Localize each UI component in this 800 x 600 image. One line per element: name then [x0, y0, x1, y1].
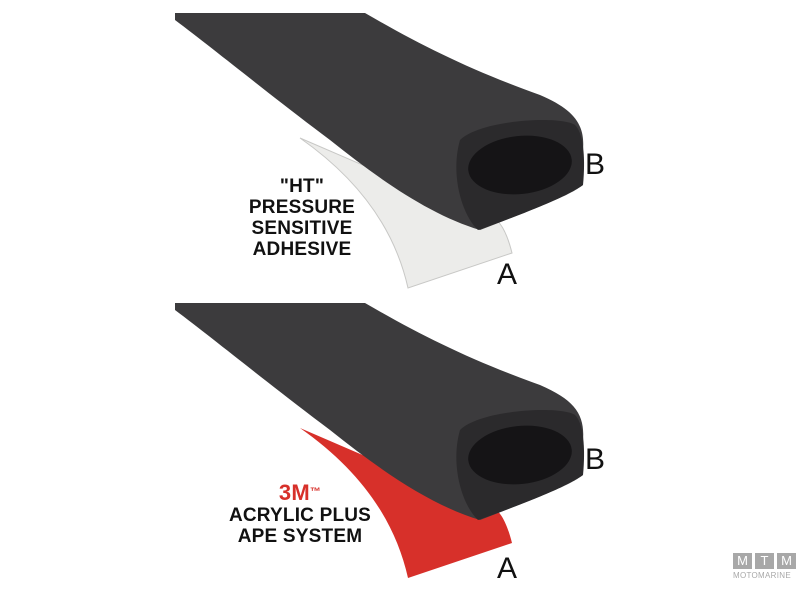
- foam-seal-illustration: [175, 303, 585, 578]
- watermark-letter: M: [777, 553, 796, 569]
- label-a: A: [497, 552, 518, 585]
- watermark-letter: M: [733, 553, 752, 569]
- caption-line: SENSITIVE: [251, 218, 353, 239]
- watermark-text: MOTOMARINE: [733, 571, 791, 580]
- watermark-letter: T: [755, 553, 774, 569]
- caption-line: PRESSURE: [248, 197, 356, 218]
- motomarine-watermark: M T M MOTOMARINE: [733, 553, 797, 580]
- brand-3m: 3M: [278, 480, 310, 505]
- label-a: A: [497, 258, 518, 291]
- panel-3m-adhesive: 3M™ ACRYLIC PLUS APE SYSTEM B A: [0, 290, 800, 590]
- panel-ht-adhesive: "HT" PRESSURE SENSITIVE ADHESIVE B A: [175, 13, 606, 291]
- caption-line: ACRYLIC PLUS: [228, 505, 372, 526]
- adhesive-caption: "HT" PRESSURE SENSITIVE ADHESIVE: [228, 176, 376, 260]
- label-b: B: [585, 148, 606, 181]
- caption-line: APE SYSTEM: [237, 526, 363, 547]
- foam-seal-illustration: [175, 13, 585, 289]
- brand-line: 3M™: [220, 482, 380, 505]
- watermark-logo: M T M: [733, 553, 797, 569]
- caption-line: ADHESIVE: [252, 239, 352, 260]
- label-b: B: [585, 443, 606, 476]
- caption-line: "HT": [279, 176, 325, 197]
- trademark-symbol: ™: [309, 486, 322, 498]
- adhesive-caption: 3M™ ACRYLIC PLUS APE SYSTEM: [220, 482, 380, 548]
